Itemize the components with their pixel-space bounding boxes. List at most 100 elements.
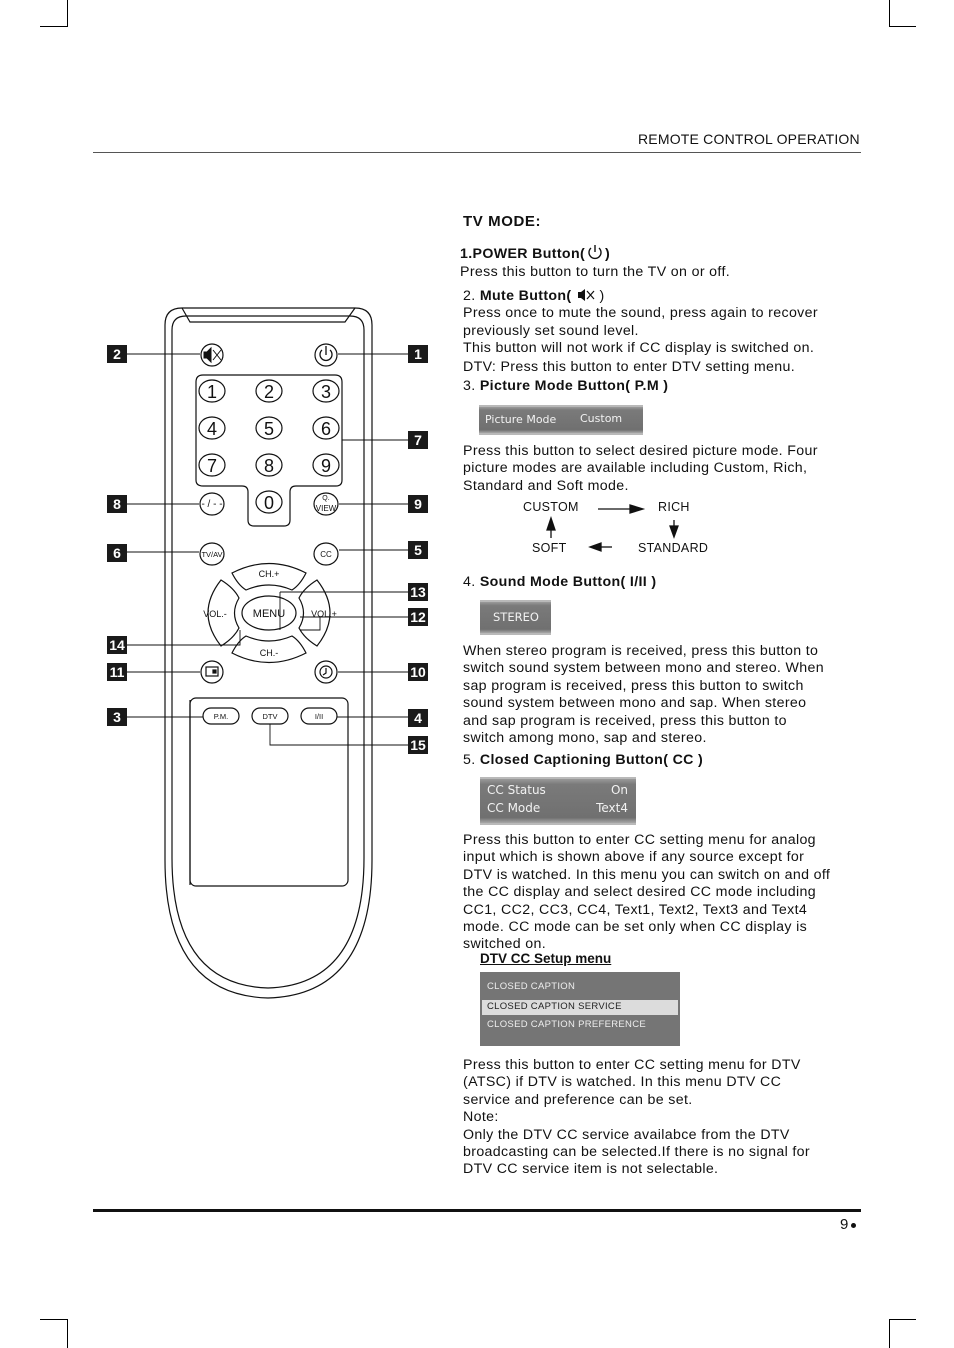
remote-control-diagram: 1 2 3 4 5 6 7 8 9 0 - / - - Q. VIEW TV/A… — [127, 307, 408, 999]
mute-heading-close: ) — [599, 288, 605, 304]
digit-0: 0 — [264, 493, 274, 513]
dtv-cc-line-1: Press this button to enter CC setting me… — [463, 1057, 801, 1073]
mute-line-1: Press once to mute the sound, press agai… — [463, 305, 818, 322]
digit-8: 8 — [264, 456, 274, 476]
vol-up-label: VOL.+ — [311, 609, 337, 619]
digit-3: 3 — [321, 382, 331, 402]
mute-line-2: previously set sound level. — [463, 322, 639, 339]
sound-mode-heading-line: 4. Sound Mode Button( I/II ) — [463, 574, 656, 591]
callout-14: 14 — [107, 636, 127, 654]
crop-mark — [889, 1319, 890, 1348]
cc-number: 5. — [463, 752, 476, 768]
callout-6: 6 — [107, 544, 127, 562]
sound-mode-line-4: sound system between mono and sap. When … — [463, 695, 807, 712]
cc-osd: CC Status On CC Mode Text4 — [480, 777, 636, 825]
mode-cycle-arrows — [546, 504, 679, 552]
dtv-cc-text: Press this button to enter CC setting me… — [463, 1057, 810, 1179]
dash-label: - / - - — [201, 499, 222, 510]
mute-line-3: This button will not work if CC display … — [463, 340, 815, 357]
digit-9: 9 — [321, 456, 331, 476]
sound-mode-osd-label: STEREO — [493, 610, 539, 624]
dtv-menu-highlight — [482, 1000, 678, 1015]
callout-3: 3 — [107, 708, 127, 726]
cc-line-2: input which is shown above if any source… — [463, 849, 805, 866]
page-number-wrap: 9 — [840, 1216, 857, 1233]
mute-section: 2. Mute Button() Press once to mute the … — [463, 288, 818, 376]
crop-mark — [67, 0, 68, 26]
callout-7: 7 — [408, 431, 428, 449]
picture-mode-osd: Picture Mode Custom — [479, 405, 643, 435]
callout-9: 9 — [408, 495, 428, 513]
callout-8: 8 — [107, 495, 127, 513]
tv-mode-title: TV MODE: — [463, 213, 542, 230]
callout-4: 4 — [408, 709, 428, 727]
callout-11: 11 — [107, 663, 127, 681]
tvav-label: TV/AV — [201, 550, 222, 559]
mode-rich: RICH — [658, 500, 690, 514]
picture-mode-number: 3. — [463, 378, 476, 394]
bullet-dot — [851, 1222, 857, 1228]
power-heading-close: ) — [605, 246, 611, 262]
sound-mode-line-2: switch sound system between mono and ste… — [463, 660, 824, 677]
dtv-cc-menu-osd: CLOSED CAPTION CLOSED CAPTION SERVICE CL… — [480, 972, 680, 1046]
dtv-cc-line-7: DTV CC service item is not selectable. — [463, 1161, 719, 1178]
callout-12: 12 — [408, 608, 428, 626]
footer-rule — [93, 1209, 861, 1212]
mute-icon — [577, 289, 594, 301]
power-text: Press this button to turn the TV on or o… — [460, 264, 731, 281]
power-heading: 1.POWER Button( — [460, 246, 586, 262]
i-ii-label: I/II — [315, 712, 323, 721]
mute-number: 2. — [463, 288, 476, 304]
ch-up-label: CH.+ — [259, 569, 280, 579]
cc-status-value: On — [610, 783, 628, 797]
dtv-cc-menu-title: DTV CC Setup menu — [480, 951, 612, 966]
dtv-cc-line-4: Note: — [463, 1109, 499, 1126]
picture-mode-osd-label: Picture Mode — [485, 413, 557, 426]
dtv-cc-line-6: broadcasting can be selected.If there is… — [463, 1144, 810, 1161]
qview-label-2: VIEW — [316, 504, 337, 513]
digit-7: 7 — [207, 456, 217, 476]
picture-icon — [205, 666, 219, 677]
page-number: 9 — [840, 1216, 849, 1233]
qview-label: Q. — [322, 495, 329, 502]
cc-mode-value: Text4 — [596, 801, 628, 815]
picture-mode-line-3: Standard and Soft mode. — [463, 477, 629, 494]
sound-mode-text: When stereo program is received, press t… — [463, 643, 824, 747]
vol-down-label: VOL.- — [203, 609, 227, 619]
ch-down-label: CH.- — [260, 648, 279, 658]
picture-mode-heading: Picture Mode Button( P.M ) — [479, 378, 669, 394]
sound-mode-line-5: and sap program is received, press this … — [463, 712, 787, 729]
cc-line-1: Press this button to enter CC setting me… — [463, 832, 816, 848]
sound-mode-line-6: switch among mono, sap and stereo. — [463, 730, 707, 747]
digit-4: 4 — [207, 419, 217, 439]
sound-mode-heading: Sound Mode Button( I/II ) — [479, 574, 657, 590]
cc-line-7: switched on. — [463, 936, 547, 953]
sound-mode-line-1: When stereo program is received, press t… — [463, 643, 819, 659]
picture-mode-heading-line: 3. Picture Mode Button( P.M ) — [463, 378, 668, 395]
sound-mode-line-3: sap program is received, press this butt… — [463, 677, 804, 694]
mode-standard: STANDARD — [638, 541, 709, 555]
dtv-cc-line-5: Only the DTV CC service availabce from t… — [463, 1126, 790, 1143]
crop-mark — [889, 26, 916, 27]
sound-mode-osd: STEREO — [480, 600, 551, 635]
cc-label: CC — [320, 550, 332, 559]
header-rule — [93, 152, 861, 153]
picture-mode-text: Press this button to select desired pict… — [463, 443, 818, 495]
callout-1: 1 — [408, 345, 428, 363]
callout-2: 2 — [107, 345, 127, 363]
picture-mode-line-1: Press this button to select desired pict… — [463, 443, 818, 459]
crop-mark — [40, 26, 68, 27]
crop-mark — [889, 1319, 916, 1320]
callout-15: 15 — [408, 736, 428, 754]
mode-custom: CUSTOM — [523, 500, 579, 514]
callout-5: 5 — [408, 541, 428, 559]
dtv-label: DTV — [263, 712, 278, 721]
cc-line-3: DTV is watched. In this menu you can swi… — [463, 866, 831, 883]
pm-label: P.M. — [214, 712, 228, 721]
callout-13: 13 — [408, 583, 428, 601]
digit-6: 6 — [321, 419, 331, 439]
sleep-icon — [319, 665, 333, 679]
cc-heading-line: 5. Closed Captioning Button( CC ) — [463, 752, 703, 769]
mute-line-4: DTV: Press this button to enter DTV sett… — [463, 358, 796, 375]
mute-icon — [203, 346, 222, 364]
